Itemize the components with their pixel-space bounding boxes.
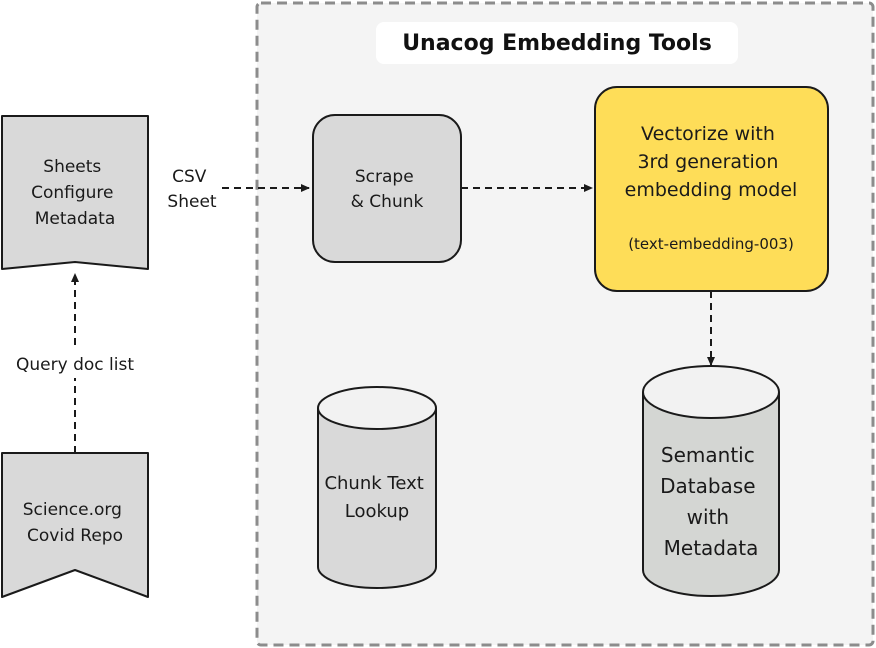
vectorize-label: Vectorize with 3rd generation embedding … (625, 123, 798, 201)
science-repo-label: Science.org Covid Repo (23, 500, 128, 546)
scrape-chunk-node[interactable] (312, 114, 462, 263)
chunk-text-lookup-db[interactable] (317, 386, 437, 589)
csv-sheet-label: CSV Sheet (167, 167, 216, 212)
chunk-text-lookup-label: Chunk Text Lookup (324, 473, 429, 522)
scrape-chunk-label: Scrape & Chunk (351, 167, 424, 212)
sheets-node-label: Sheets Configure Metadata (31, 157, 119, 229)
science-repo-node[interactable] (1, 452, 149, 598)
query-doc-list-label-bg (5, 350, 145, 378)
container-title: Unacog Embedding Tools (402, 31, 712, 56)
semantic-database-label: Semantic Database with Metadata (660, 443, 762, 560)
sheets-node[interactable] (1, 115, 149, 270)
container-title-bg (376, 22, 738, 64)
vectorize-model-label: (text-embedding-003) (628, 235, 794, 253)
semantic-database-db[interactable] (642, 365, 780, 597)
query-doc-list-label: Query doc list (16, 355, 134, 375)
